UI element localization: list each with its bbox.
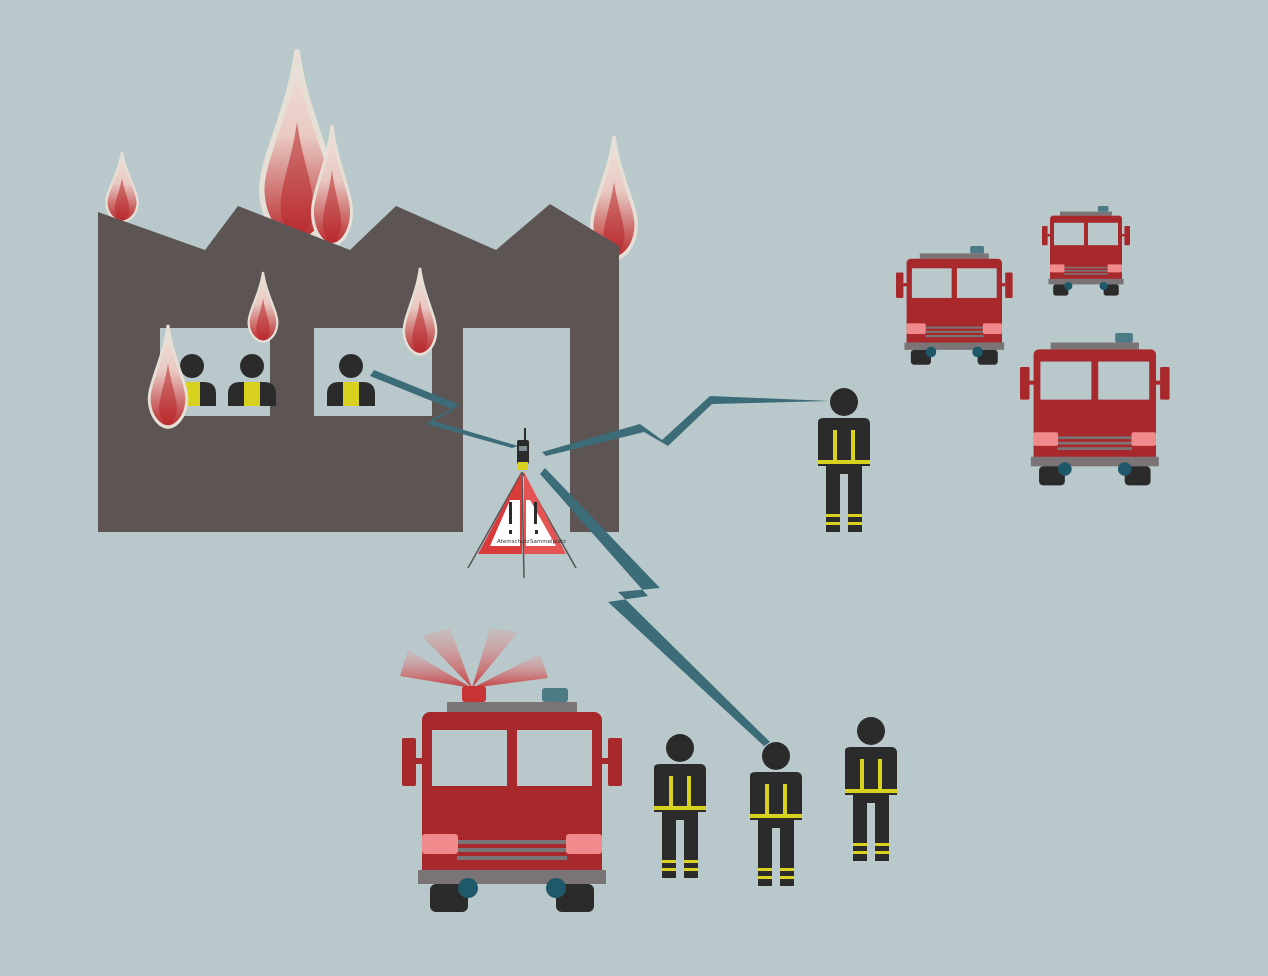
warning-sign-right-text: Sammelplatz bbox=[530, 539, 566, 545]
fire-truck-icon bbox=[1020, 333, 1170, 485]
fire-truck-icon bbox=[402, 688, 622, 912]
fire-truck-icon bbox=[896, 246, 1013, 365]
fire-truck-icon bbox=[1042, 206, 1130, 296]
warning-sign-left-text: Atemschutz bbox=[497, 539, 530, 545]
beacon-light bbox=[462, 686, 486, 702]
